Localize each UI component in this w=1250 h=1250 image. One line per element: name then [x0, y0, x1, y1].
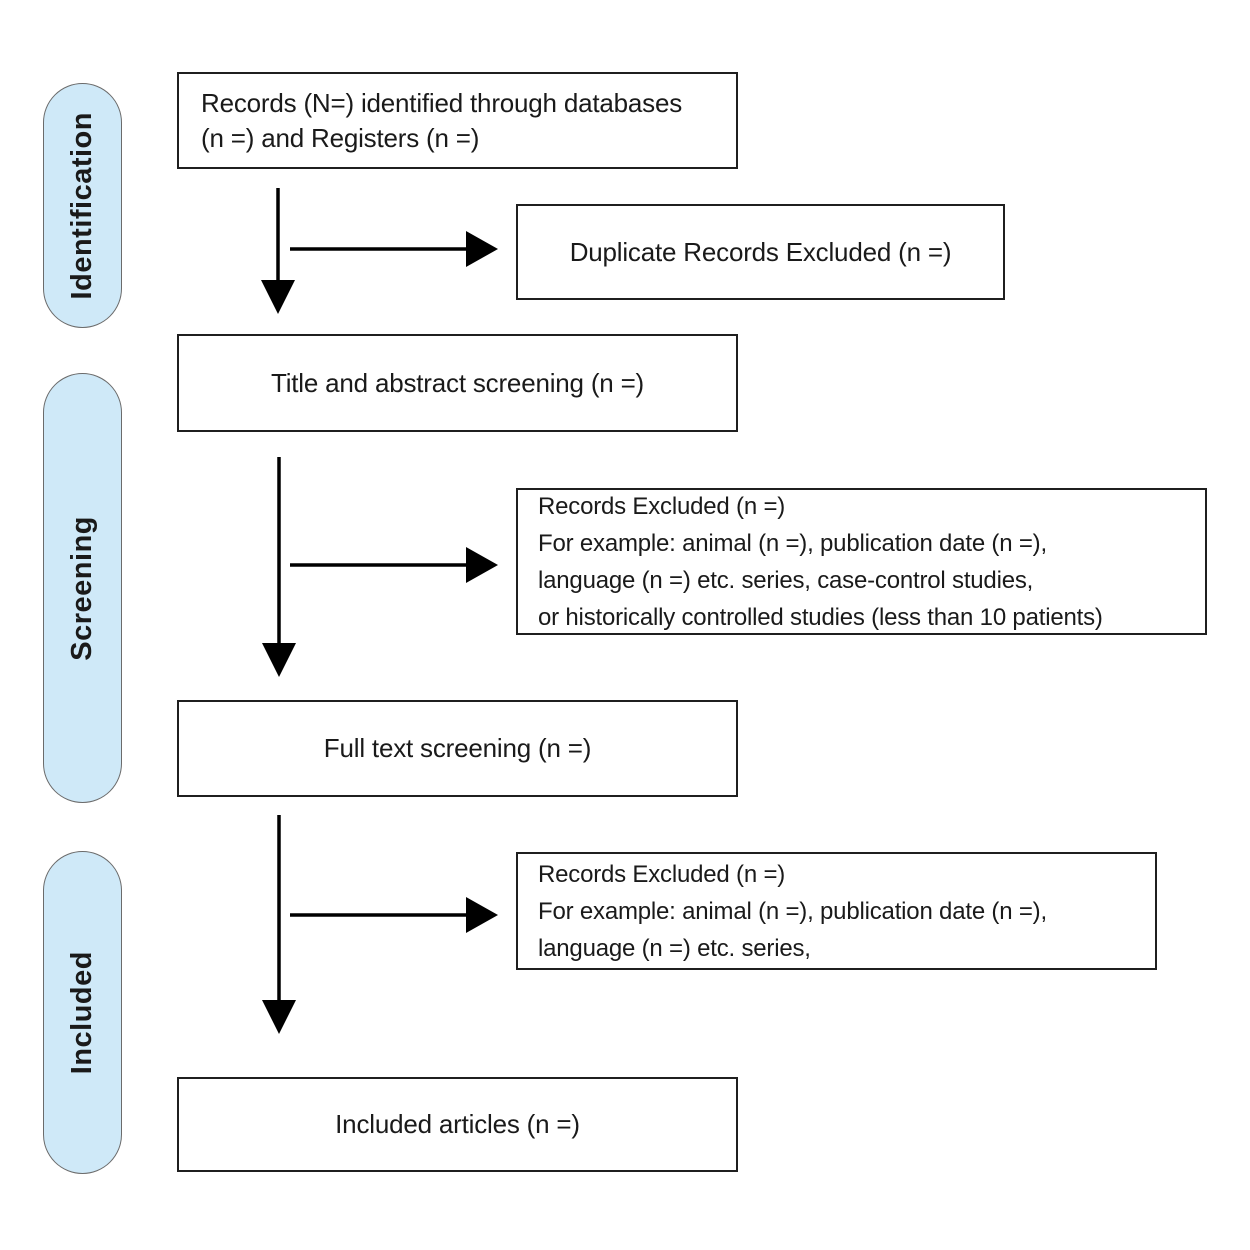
box-duplicates-excluded: Duplicate Records Excluded (n =)	[516, 204, 1005, 300]
box-records-excluded-full-text: Records Excluded (n =) For example: anim…	[516, 852, 1157, 970]
box-title-abstract-screening: Title and abstract screening (n =)	[177, 334, 738, 432]
arrow-right-to-records-excluded-full-text	[290, 897, 498, 933]
box-records-identified: Records (N=) identified through database…	[177, 72, 738, 169]
records-excluded-screening-line-4: or historically controlled studies (less…	[538, 603, 1103, 631]
box-records-excluded-screening: Records Excluded (n =) For example: anim…	[516, 488, 1207, 635]
arrow-down-identification-to-screening	[261, 188, 295, 314]
stage-label-included: Included	[66, 950, 98, 1075]
records-excluded-full-text-line-3: language (n =) etc. series,	[538, 934, 811, 962]
records-identified-line-2: (n =) and Registers (n =)	[201, 122, 480, 153]
full-text-screening-text: Full text screening (n =)	[323, 733, 592, 763]
title-abstract-screening-text: Title and abstract screening (n =)	[270, 367, 645, 398]
records-excluded-full-text-line-1: Records Excluded (n =)	[538, 860, 786, 888]
included-articles-text: Included articles (n =)	[335, 1109, 580, 1139]
arrow-right-to-duplicates-excluded	[290, 231, 498, 267]
arrow-down-full-text-to-included	[262, 815, 296, 1034]
stage-label-screening: Screening	[66, 515, 98, 661]
stage-label-identification: Identification	[66, 111, 98, 300]
duplicates-excluded-text: Duplicate Records Excluded (n =)	[569, 236, 952, 267]
records-excluded-screening-line-3: language (n =) etc. series, case-control…	[538, 566, 1034, 594]
box-full-text-screening: Full text screening (n =)	[177, 700, 738, 797]
records-identified-line-1: Records (N=) identified through database…	[201, 87, 683, 118]
records-excluded-full-text-line-2: For example: animal (n =), publication d…	[538, 897, 1047, 925]
stage-pill-identification: Identification	[43, 83, 122, 328]
arrow-right-to-records-excluded-screening	[290, 547, 498, 583]
arrow-down-screening-to-full-text	[262, 457, 296, 677]
records-excluded-screening-line-1: Records Excluded (n =)	[538, 492, 786, 520]
records-excluded-screening-line-2: For example: animal (n =), publication d…	[538, 529, 1047, 557]
stage-pill-included: Included	[43, 851, 122, 1174]
box-included-articles: Included articles (n =)	[177, 1077, 738, 1172]
stage-pill-screening: Screening	[43, 373, 122, 803]
